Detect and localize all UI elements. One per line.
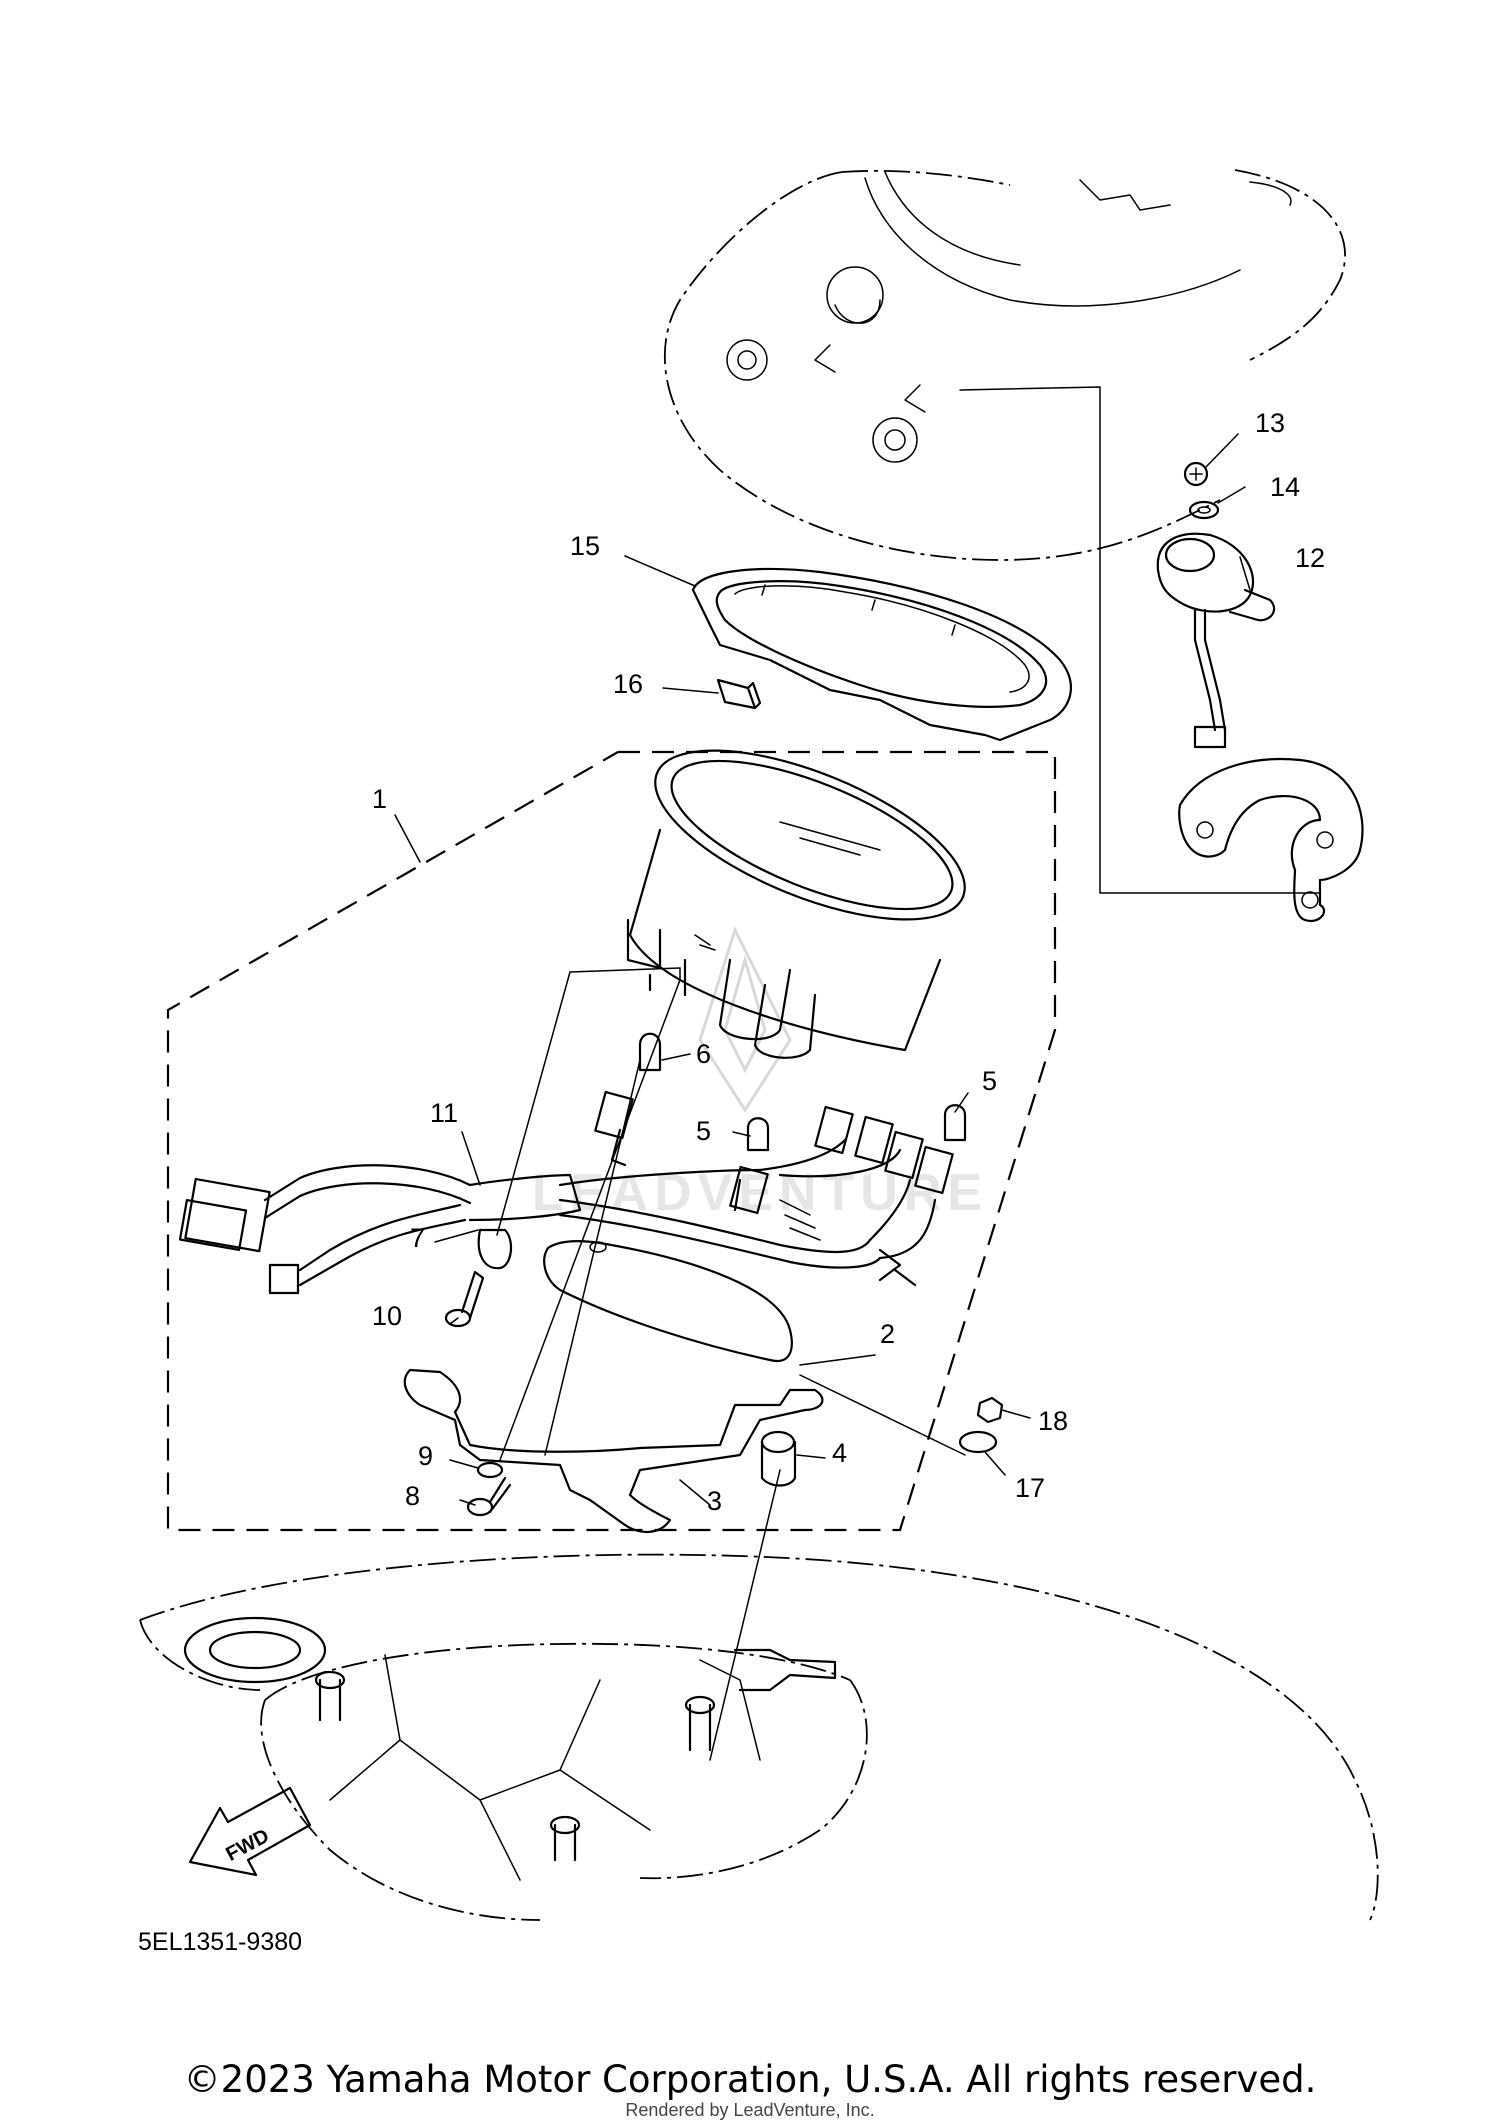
callout-5b: 5 [982, 1066, 997, 1096]
callout-4: 4 [832, 1438, 847, 1468]
washer [958, 1430, 998, 1454]
lower-tank [139, 1553, 1379, 1921]
switch-assembly [1156, 461, 1276, 749]
callout-7: 7 [410, 1223, 425, 1253]
callout-13: 13 [1255, 408, 1285, 438]
wire-harness [178, 1090, 954, 1295]
callout-16: 16 [613, 669, 643, 699]
watermark: LEADVENTURE [532, 926, 982, 1222]
switch-bracket [1178, 758, 1364, 923]
callout-17: 17 [1015, 1473, 1045, 1503]
assembly-boundary [166, 750, 1057, 1532]
washer-9 [476, 1461, 504, 1479]
diagram-code: 5EL1351-9380 [138, 1928, 302, 1956]
callout-11: 11 [430, 1098, 458, 1128]
callout-18: 18 [1038, 1406, 1068, 1436]
callout-14: 14 [1270, 472, 1300, 502]
fwd-arrow: FWD [188, 1786, 312, 1877]
callout-6: 6 [696, 1039, 711, 1069]
callout-5a: 5 [696, 1116, 711, 1146]
clip [716, 678, 762, 710]
screw-8 [466, 1476, 512, 1517]
upper-housing [663, 169, 1346, 561]
callouts: 1 2 3 4 5 5 6 7 8 9 10 11 12 13 14 15 16… [372, 408, 1325, 1516]
nut [976, 1396, 1004, 1424]
copyright-notice: ©2023 Yamaha Motor Corporation, U.S.A. A… [183, 2058, 1317, 2101]
bulbs [638, 1032, 967, 1152]
plate [543, 1240, 793, 1363]
callout-1: 1 [372, 784, 387, 814]
rendered-by-notice: Rendered by LeadVenture, Inc. [625, 2100, 875, 2120]
leader-lines [394, 433, 1251, 1506]
lower-bracket [403, 1368, 824, 1533]
callout-8: 8 [405, 1481, 420, 1511]
callout-10: 10 [372, 1301, 402, 1331]
grommet [760, 1430, 797, 1487]
callout-2: 2 [880, 1319, 895, 1349]
meter-body [626, 749, 966, 1059]
guide-lines [496, 967, 966, 1761]
clamp [477, 1228, 513, 1270]
callout-15: 15 [570, 531, 600, 561]
screw-10 [444, 1270, 485, 1328]
callout-12: 12 [1295, 543, 1325, 573]
callout-9: 9 [418, 1441, 433, 1471]
meter-ring [691, 567, 1072, 742]
callout-3: 3 [707, 1486, 722, 1516]
leader-housing-bracket [959, 386, 1321, 894]
